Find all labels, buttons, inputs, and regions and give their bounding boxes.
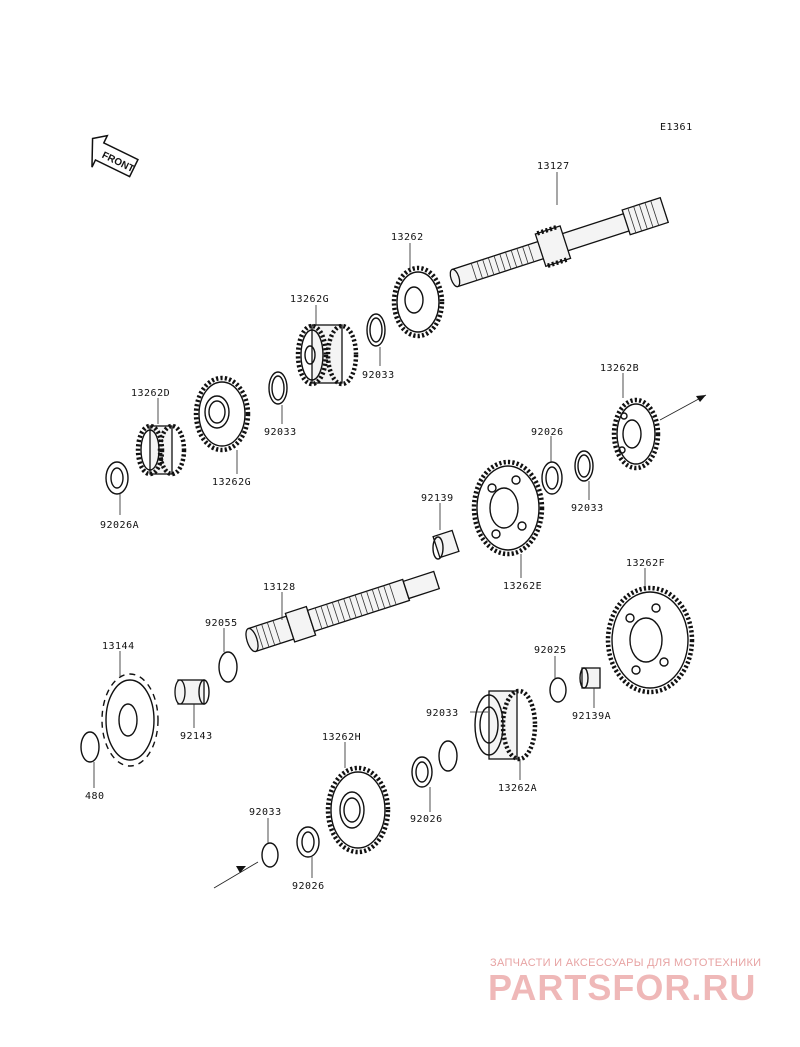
label-92025: 92025 [534, 645, 567, 656]
input-shaft-13128 [245, 570, 441, 653]
label-13262g-top: 13262G [290, 294, 329, 305]
gear-13262g-top [295, 323, 359, 387]
gear-13262a [474, 688, 538, 762]
label-13127: 13127 [537, 161, 570, 172]
gear-13262h [325, 765, 391, 855]
output-shaft-13127 [449, 196, 670, 288]
washer-92026-b [411, 756, 433, 788]
label-13262f: 13262F [626, 558, 665, 569]
label-92033-c: 92033 [571, 503, 604, 514]
diagram-code: E1361 [660, 122, 693, 133]
label-13144: 13144 [102, 641, 135, 652]
label-13128: 13128 [263, 582, 296, 593]
bushing-92139a [579, 667, 601, 689]
circlip-92033-b [268, 371, 288, 405]
washer-92025 [549, 677, 567, 703]
label-92143: 92143 [180, 731, 213, 742]
front-arrow-icon: FRONT [91, 134, 139, 178]
label-92033-d: 92033 [426, 708, 459, 719]
washer-92026-a [541, 461, 563, 495]
arrow-head-lower-icon [236, 866, 246, 873]
label-92026-b: 92026 [410, 814, 443, 825]
arrow-head-upper-icon [696, 395, 706, 402]
circlip-92033-a [366, 313, 386, 347]
label-13262h: 13262H [322, 732, 361, 743]
watermark: ЗАПЧАСТИ И АКСЕССУАРЫ ДЛЯ МОТОТЕХНИКИ PA… [488, 957, 761, 1008]
washer-92026a [105, 461, 129, 495]
bushing-92139 [432, 529, 460, 560]
sprocket-13144 [101, 673, 159, 767]
gear-13262d [135, 423, 187, 477]
label-13262g-bottom: 13262G [212, 477, 251, 488]
axis-line-lower [213, 861, 259, 889]
washer-92026-c [296, 826, 320, 858]
label-92026a: 92026A [100, 520, 139, 531]
leader-lines [93, 172, 646, 878]
label-92026-c: 92026 [292, 881, 325, 892]
bushing-92143 [174, 679, 210, 705]
watermark-brand: PARTSFOR.RU [488, 967, 756, 1008]
label-92033-e: 92033 [249, 807, 282, 818]
gear-13262 [391, 265, 445, 339]
label-92139: 92139 [421, 493, 454, 504]
oring-92055 [218, 651, 238, 683]
label-13262a: 13262A [498, 783, 537, 794]
label-480: 480 [85, 791, 105, 802]
watermark-tagline: ЗАПЧАСТИ И АКСЕССУАРЫ ДЛЯ МОТОТЕХНИКИ [490, 957, 761, 969]
circlip-92033-c [574, 450, 594, 482]
gear-13262e [471, 459, 545, 557]
label-13262b: 13262B [600, 363, 639, 374]
gear-13262g-bottom [193, 375, 251, 453]
part-labels: 13127 13262 13262G 92033 13262D 92033 13… [85, 161, 665, 892]
label-92026-a: 92026 [531, 427, 564, 438]
label-13262d: 13262D [131, 388, 170, 399]
label-92055: 92055 [205, 618, 238, 629]
label-13262: 13262 [391, 232, 424, 243]
label-92139a: 92139A [572, 711, 611, 722]
gear-13262b [611, 397, 661, 471]
circlip-92033-e [261, 842, 279, 868]
label-92033-b: 92033 [264, 427, 297, 438]
label-13262e: 13262E [503, 581, 542, 592]
circlip-480 [80, 731, 100, 763]
label-92033-a: 92033 [362, 370, 395, 381]
gear-13262f [605, 585, 695, 695]
circlip-92033-d [438, 740, 458, 772]
